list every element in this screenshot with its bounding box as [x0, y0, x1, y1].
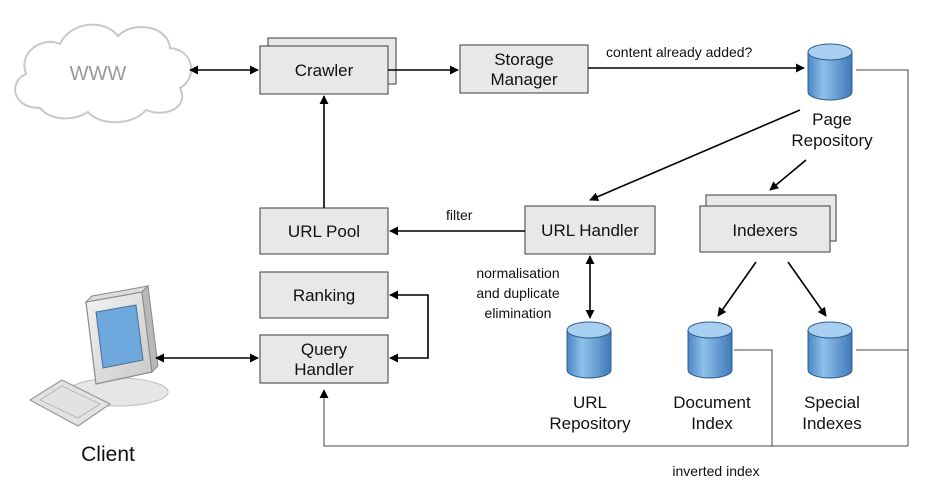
page-repository-cylinder: Page Repository	[791, 43, 873, 150]
repository-urlhandler-arrow	[589, 109, 801, 201]
special-indexes-cylinder: Special Indexes	[802, 321, 862, 433]
ranking-queryhandler-loop	[389, 290, 429, 363]
crawler-box: Crawler	[259, 37, 397, 95]
inverted-index-label: inverted index	[672, 463, 759, 479]
normalisation-label-line3: elimination	[485, 305, 552, 321]
www-cloud: WWW	[14, 23, 193, 124]
ranking-box: Ranking	[259, 271, 389, 319]
page-repository-label-line1: Page	[812, 110, 852, 129]
normalisation-label-line2: and duplicate	[476, 285, 560, 301]
content-check-label: content already added?	[606, 44, 753, 60]
filter-label: filter	[446, 207, 473, 223]
indexers-box: Indexers	[699, 194, 837, 253]
storage-manager-box: Storage Manager	[459, 44, 589, 94]
connectors	[155, 63, 909, 447]
query-handler-box: Query Handler	[259, 334, 389, 384]
indexers-label: Indexers	[732, 221, 797, 240]
crawler-label: Crawler	[295, 61, 354, 80]
special-indexes-label-line2: Indexes	[802, 414, 862, 433]
special-indexes-label-line1: Special	[804, 393, 860, 412]
document-index-cylinder: Document Index	[673, 321, 751, 433]
query-handler-label-line2: Handler	[294, 360, 354, 379]
indexers-specialindexes-arrow	[787, 261, 827, 317]
url-handler-label: URL Handler	[541, 221, 639, 240]
url-repository-label-line1: URL	[573, 393, 607, 412]
page-repository-label-line2: Repository	[791, 131, 873, 150]
www-label: WWW	[70, 63, 127, 85]
client-label: Client	[81, 443, 135, 466]
client-computer-icon: Client	[28, 284, 169, 466]
url-pool-label: URL Pool	[288, 222, 360, 241]
url-repository-cylinder: URL Repository	[549, 321, 631, 433]
url-pool-box: URL Pool	[259, 207, 389, 255]
indexers-docindex-arrow	[717, 261, 757, 317]
document-index-feed-line	[734, 349, 773, 446]
document-index-label-line2: Index	[691, 414, 733, 433]
query-handler-label-line1: Query	[301, 340, 348, 359]
page-repository-feed-line	[856, 69, 909, 446]
normalisation-label-line1: normalisation	[476, 265, 559, 281]
repository-indexers-arrow	[769, 159, 807, 191]
ranking-label: Ranking	[293, 286, 355, 305]
storage-manager-label-line2: Manager	[490, 70, 557, 89]
url-handler-box: URL Handler	[524, 205, 656, 255]
url-repository-label-line2: Repository	[549, 414, 631, 433]
document-index-label-line1: Document	[673, 393, 751, 412]
indexes-queryhandler-arrow	[319, 389, 908, 447]
storage-manager-label-line1: Storage	[494, 50, 554, 69]
